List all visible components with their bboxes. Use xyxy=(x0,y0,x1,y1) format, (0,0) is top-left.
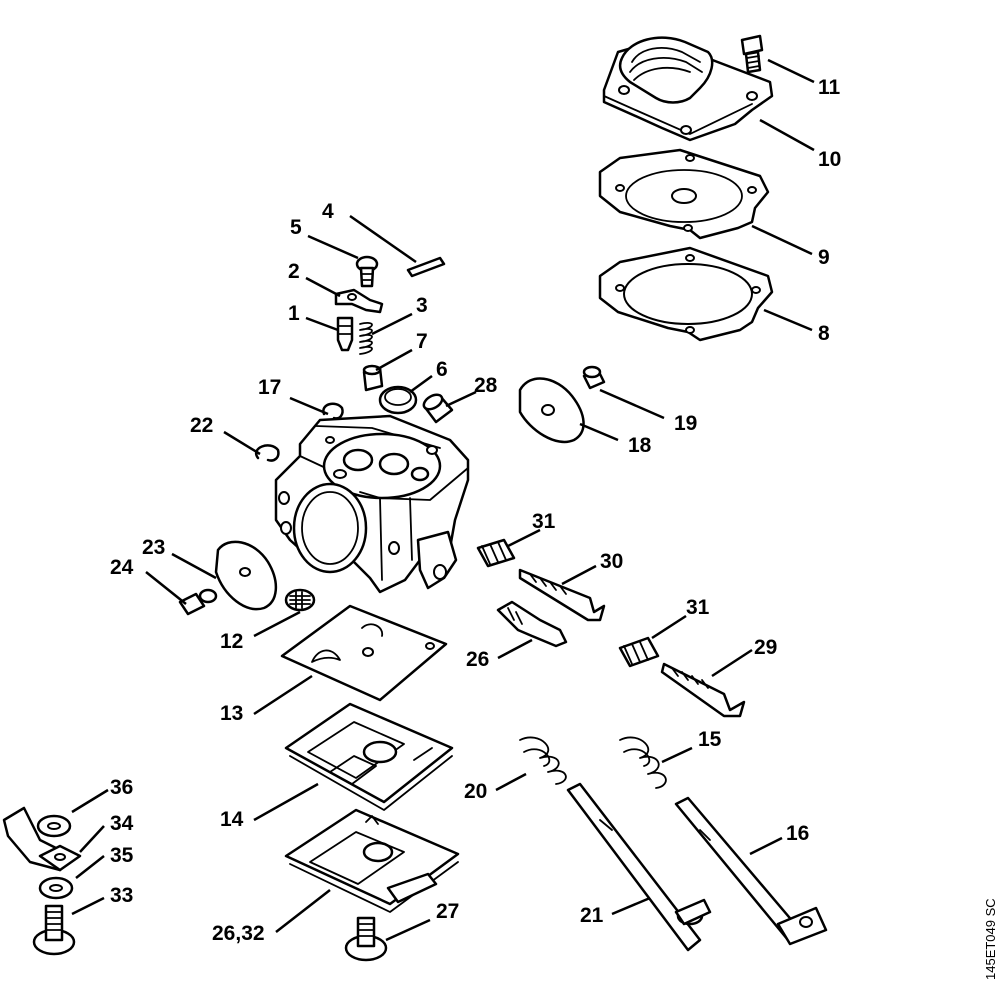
callout-20: 20 xyxy=(464,780,487,803)
part-29-adjusting-screw xyxy=(660,662,746,718)
callout-36: 36 xyxy=(110,776,133,799)
callout-labels: 11 10 9 8 4 5 2 3 1 7 6 28 17 22 19 18 2… xyxy=(110,76,841,945)
reference-code: 145ET049 SC xyxy=(983,898,998,980)
part-21-throttle-shaft xyxy=(566,782,712,952)
part-27-screw xyxy=(344,916,388,962)
callout-29: 29 xyxy=(754,636,777,659)
callout-17: 17 xyxy=(258,376,281,399)
part-28-plug xyxy=(422,393,454,424)
part-4-pin xyxy=(406,256,446,278)
part-20-spring xyxy=(519,736,567,785)
part-18-cover-plate xyxy=(518,377,585,444)
part-12-strainer xyxy=(284,588,316,612)
part-31-spring-b xyxy=(618,636,660,668)
callout-28: 28 xyxy=(474,374,498,397)
callout-8: 8 xyxy=(818,322,830,345)
callout-4: 4 xyxy=(322,200,334,223)
part-22-clip xyxy=(254,444,280,462)
callout-31b: 31 xyxy=(686,596,710,619)
callout-19: 19 xyxy=(674,412,697,435)
callout-35: 35 xyxy=(110,844,134,867)
part-26-32-diaphragm-cover xyxy=(284,808,460,913)
callout-30: 30 xyxy=(600,550,623,573)
callout-23: 23 xyxy=(142,536,165,559)
callout-7: 7 xyxy=(416,330,428,353)
part-26-adjusting-screw xyxy=(496,600,568,648)
callout-21: 21 xyxy=(580,904,604,927)
part-30-adjusting-screw xyxy=(518,568,606,622)
callout-2: 2 xyxy=(288,260,300,283)
callout-6: 6 xyxy=(436,358,448,381)
part-19-screw xyxy=(582,365,606,390)
callout-10: 10 xyxy=(818,148,841,171)
part-16-choke-shaft xyxy=(674,796,828,946)
callout-26: 26 xyxy=(466,648,489,671)
part-1-needle-valve xyxy=(336,316,354,352)
callout-24: 24 xyxy=(110,556,134,579)
carburetor-body xyxy=(274,414,470,594)
part-36-washer xyxy=(36,814,72,838)
part-11-screw xyxy=(740,34,764,74)
callout-31a: 31 xyxy=(532,510,556,533)
callout-13: 13 xyxy=(220,702,243,725)
leader-lines xyxy=(71,58,815,942)
callout-18: 18 xyxy=(628,434,652,457)
callout-3: 3 xyxy=(416,294,428,317)
part-14-metering-diaphragm xyxy=(284,702,454,811)
callout-15: 15 xyxy=(698,728,722,751)
part-24-screw xyxy=(178,588,218,616)
part-7-pin xyxy=(362,364,384,392)
callout-22: 22 xyxy=(190,414,213,437)
callout-14: 14 xyxy=(220,808,244,831)
part-17-clip xyxy=(322,402,344,420)
callout-11: 11 xyxy=(818,76,841,99)
part-23-cover-plate xyxy=(214,540,277,611)
part-10-pump-cover xyxy=(602,36,774,142)
callout-1: 1 xyxy=(288,302,300,325)
callout-12: 12 xyxy=(220,630,243,653)
part-6-plug xyxy=(378,385,418,415)
part-13-gasket xyxy=(280,604,448,702)
part-31-spring-a xyxy=(476,538,516,568)
callout-33: 33 xyxy=(110,884,133,907)
part-15-spring xyxy=(619,736,667,789)
part-5-screw xyxy=(355,255,379,288)
callout-16: 16 xyxy=(786,822,809,845)
part-8-gasket xyxy=(598,246,774,342)
part-9-diaphragm xyxy=(598,148,770,240)
callout-26-32: 26,32 xyxy=(212,922,265,945)
part-35-washer xyxy=(38,876,74,900)
part-33-screw xyxy=(32,904,76,956)
callout-5: 5 xyxy=(290,216,302,239)
part-3-spring xyxy=(359,322,373,355)
callout-27: 27 xyxy=(436,900,459,923)
part-34-plate xyxy=(38,844,82,872)
part-2-lever xyxy=(334,288,384,314)
callout-9: 9 xyxy=(818,246,830,269)
callout-34: 34 xyxy=(110,812,134,835)
